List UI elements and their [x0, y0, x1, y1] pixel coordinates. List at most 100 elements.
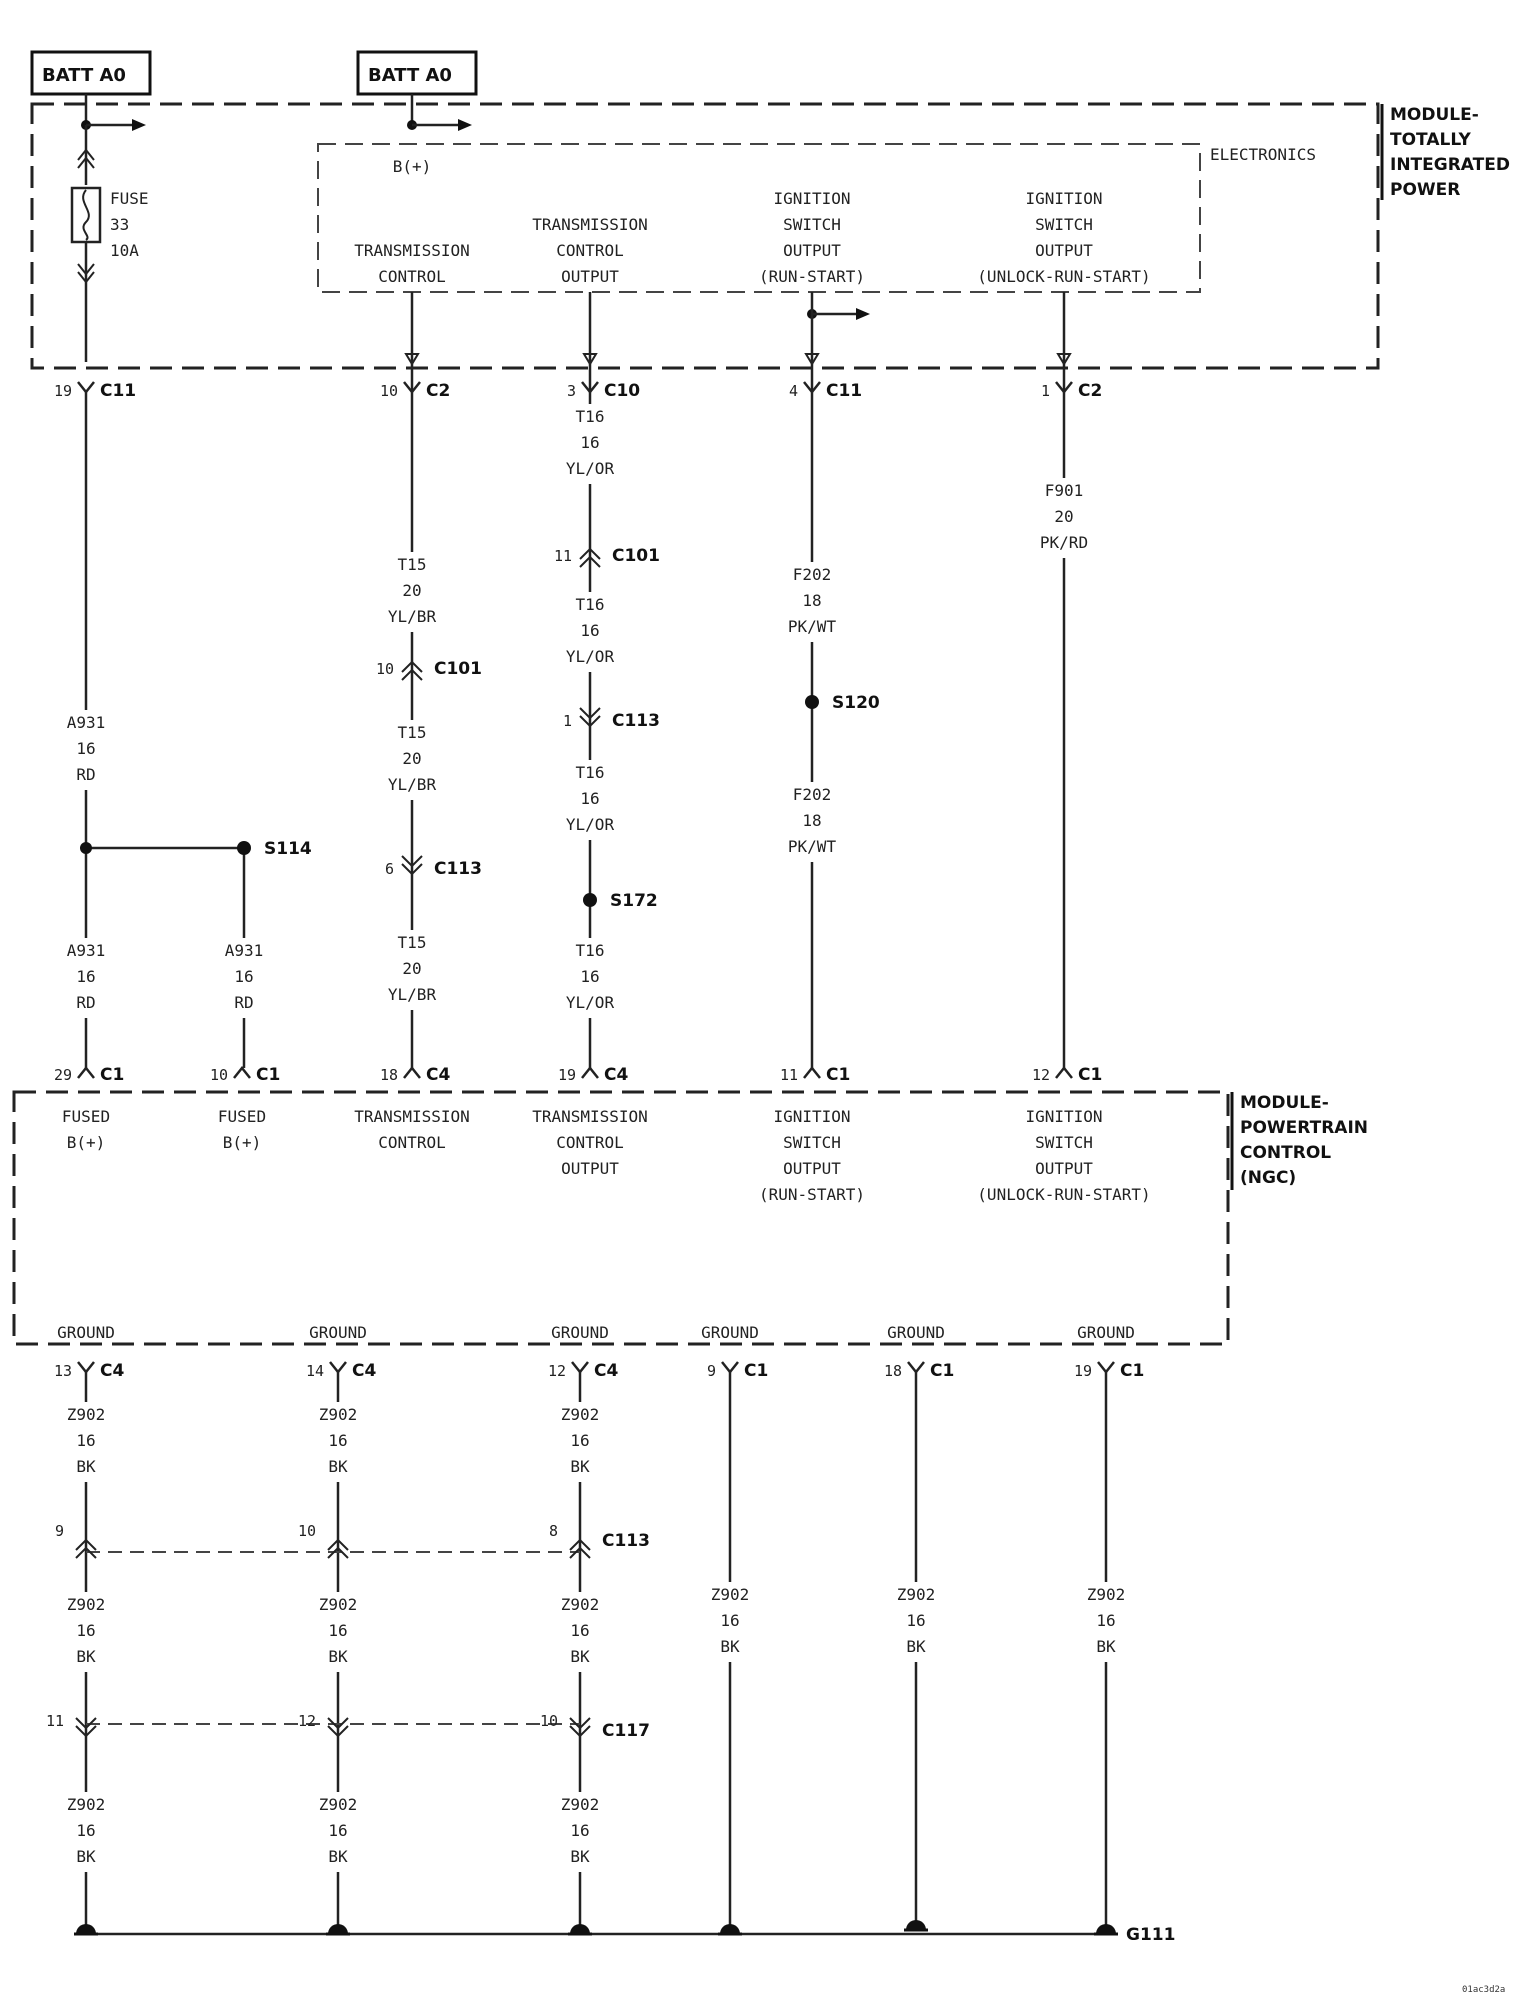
- connector-symbol: [1097, 1361, 1115, 1375]
- connector-pin: 19: [1074, 1362, 1092, 1380]
- pcm-function-text: B(+): [67, 1133, 106, 1152]
- wire-label-bg: [550, 1592, 610, 1672]
- batt-feed-right: B(+): [393, 94, 472, 176]
- splice-label: S120: [832, 693, 880, 713]
- wire-label-text: Z902: [67, 1795, 106, 1814]
- pcm-function-text: FUSED: [62, 1107, 110, 1126]
- connector-name: C113: [612, 711, 660, 731]
- wire-label-bg: [382, 930, 442, 1010]
- wire-label-text: 18: [802, 591, 821, 610]
- batt-a0-box-left: BATT A0: [30, 50, 152, 96]
- inline-connector-symbol: [401, 660, 423, 681]
- inline-connector-symbol: [327, 1717, 349, 1738]
- connector-pin: 4: [789, 382, 798, 400]
- connector-name: C4: [352, 1361, 376, 1381]
- connector-symbol: [77, 1065, 95, 1079]
- wire-label-bg: [782, 562, 842, 642]
- ground-point: [328, 1924, 348, 1934]
- wire-label-text: 16: [580, 789, 599, 808]
- wire-label-text: 16: [570, 1621, 589, 1640]
- connector-name: C101: [612, 546, 660, 566]
- wire-label-bg: [782, 782, 842, 862]
- wire-label-bg: [56, 938, 116, 1018]
- wire-label-bg: [886, 1582, 946, 1662]
- wire-label-text: 16: [76, 739, 95, 758]
- connector-name: C1: [100, 1065, 124, 1085]
- svg-text:FUSE: FUSE: [110, 189, 149, 208]
- connector-symbol: [403, 381, 421, 395]
- wire-label-bg: [214, 938, 274, 1018]
- wire-label-text: 20: [402, 581, 421, 600]
- svg-text:POWER: POWER: [1390, 180, 1460, 200]
- wire-label-text: 16: [580, 967, 599, 986]
- inline-connector-symbol: [569, 1717, 591, 1738]
- connector-symbol: [803, 1065, 821, 1079]
- wire-label-text: T16: [576, 941, 605, 960]
- splice-label: S172: [610, 891, 658, 911]
- wire-label-text: 16: [76, 1821, 95, 1840]
- svg-text:INTEGRATED: INTEGRATED: [1390, 155, 1510, 175]
- wire-label-text: YL/OR: [566, 647, 615, 666]
- pcm-function-text: CONTROL: [378, 1133, 445, 1152]
- pcm-ground-text: GROUND: [57, 1323, 115, 1342]
- connector-pin: 12: [298, 1712, 316, 1730]
- connector-name: C113: [602, 1531, 650, 1551]
- svg-text:33: 33: [110, 215, 129, 234]
- wire-label-text: T15: [398, 723, 427, 742]
- connector-name: C2: [426, 381, 450, 401]
- wire-label-text: T16: [576, 595, 605, 614]
- wire-label-text: YL/OR: [566, 815, 615, 834]
- wire-label-text: 16: [234, 967, 253, 986]
- wire-label-text: YL/OR: [566, 459, 615, 478]
- tipm-function-text: (UNLOCK-RUN-START): [977, 267, 1150, 286]
- svg-text:MODULE-: MODULE-: [1240, 1093, 1329, 1113]
- pcm-ground-text: GROUND: [1077, 1323, 1135, 1342]
- wire-label-text: A931: [67, 713, 106, 732]
- pcm-function-text: OUTPUT: [783, 1159, 841, 1178]
- connector-name: C101: [434, 659, 482, 679]
- wire-label-text: PK/WT: [788, 617, 837, 636]
- svg-text:CONTROL: CONTROL: [1240, 1143, 1331, 1163]
- wire-label-text: Z902: [561, 1795, 600, 1814]
- wire-label-text: 16: [328, 1431, 347, 1450]
- pcm-ground-text: GROUND: [887, 1323, 945, 1342]
- splice-dot: [237, 841, 251, 855]
- wire-label-text: BK: [328, 1647, 348, 1666]
- wire-label-bg: [560, 938, 620, 1018]
- connector-name: C1: [1078, 1065, 1102, 1085]
- connector-symbol: [1055, 1065, 1073, 1079]
- wire-label-text: RD: [234, 993, 253, 1012]
- pcm-ground-text: GROUND: [701, 1323, 759, 1342]
- wire-label-bg: [56, 710, 116, 790]
- batt-feed-left: [81, 94, 146, 131]
- connector-name: C1: [1120, 1361, 1144, 1381]
- fuse-33: FUSE 33 10A: [70, 125, 149, 362]
- wire-label-text: Z902: [67, 1405, 106, 1424]
- wire-label-text: BK: [76, 1457, 96, 1476]
- tipm-function-text: SWITCH: [1035, 215, 1093, 234]
- pcm-function-text: TRANSMISSION: [532, 1107, 648, 1126]
- wire-label-text: BK: [328, 1457, 348, 1476]
- tipm-module-outline: [30, 102, 1380, 370]
- tipm-function-text: OUTPUT: [783, 241, 841, 260]
- pcm-function-text: IGNITION: [773, 1107, 850, 1126]
- connector-name: C2: [1078, 381, 1102, 401]
- connector-pin: 10: [210, 1066, 228, 1084]
- wire-label-text: BK: [720, 1637, 740, 1656]
- pcm-function-text: (UNLOCK-RUN-START): [977, 1185, 1150, 1204]
- wire-label-text: 16: [580, 621, 599, 640]
- wire-label-text: 16: [570, 1431, 589, 1450]
- wire-label-text: Z902: [561, 1405, 600, 1424]
- tipm-function-text: IGNITION: [1025, 189, 1102, 208]
- svg-text:10A: 10A: [110, 241, 139, 260]
- wire-label-bg: [56, 1592, 116, 1672]
- connector-name: C4: [426, 1065, 450, 1085]
- batt-label: BATT A0: [368, 65, 452, 86]
- inline-connector-symbol: [579, 707, 601, 728]
- splice-dot: [583, 893, 597, 907]
- connector-name: C117: [602, 1721, 650, 1741]
- connector-symbol: [907, 1361, 925, 1375]
- wire-label-bg: [1034, 478, 1094, 558]
